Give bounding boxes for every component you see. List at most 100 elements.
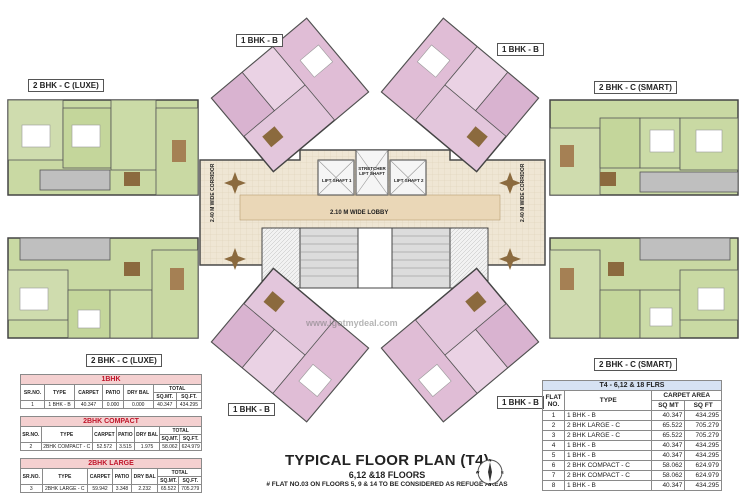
tag-top-left-1bhk: 1 BHK - B (236, 34, 283, 47)
compass-w: W (476, 470, 480, 475)
cell: 40.347 (651, 450, 686, 461)
core-lifts (317, 149, 427, 196)
unit-bottom-right-1bhk (380, 267, 540, 423)
cell: 705.279 (684, 420, 722, 431)
lift-stretcher-label: STRETCHER LIFT SHAFT (358, 166, 386, 176)
cell: 2 BHK COMPACT - C (563, 460, 653, 471)
tag-right-upper-2bhk: 2 BHK - C (SMART) (594, 81, 677, 94)
cell: 40.347 (651, 440, 686, 451)
tag-left-upper-2bhk: 2 BHK - C (LUXE) (28, 79, 104, 92)
tag-right-lower-2bhk: 2 BHK - C (SMART) (594, 358, 677, 371)
cell: 65.522 (651, 420, 686, 431)
core-stairs (261, 227, 489, 289)
tag-bottom-left-1bhk: 1 BHK - B (228, 403, 275, 416)
col-header: SQ.FT. (178, 476, 202, 485)
col-header: FLAT NO. (542, 390, 565, 411)
cell: 2 (20, 442, 42, 451)
col-header: SQ.MT. (157, 476, 180, 485)
col-header: TOTAL (152, 384, 203, 393)
col-header: SR.NO. (19, 384, 46, 401)
table-1bhk: 1BHK SR.NO. TYPE CARPET PATIO DRY BAL TO… (19, 374, 203, 409)
watermark: www.igotmydeal.com (306, 318, 398, 328)
corridor-right-label: 2.40 M WIDE CORRIDOR (520, 163, 526, 222)
lift-2-label: LIFT SHAFT 2 (394, 178, 424, 183)
col-header: DRY BAL (133, 426, 161, 443)
cell: 624.979 (179, 442, 202, 451)
col-header: PATIO (112, 468, 132, 485)
compass-icon: N S E W (476, 458, 504, 486)
cell: 624.979 (684, 470, 722, 481)
unit-table-title: T4 - 6,12 & 18 FLRS (542, 380, 722, 391)
table-2bhk-large: 2BHK LARGE SR.NO. TYPE CARPET PATIO DRY … (20, 458, 202, 493)
cell: 1 (542, 410, 565, 421)
table-title: 1BHK (20, 374, 202, 385)
cell: 434.295 (684, 410, 722, 421)
col-header: TOTAL (159, 426, 202, 435)
cell: 2 (542, 420, 565, 431)
cell: 434.295 (175, 400, 203, 409)
cell: 1 BHK - B (563, 440, 653, 451)
cell: 624.979 (684, 460, 722, 471)
table-title: 2BHK LARGE (20, 458, 202, 469)
unit-bottom-left-1bhk (210, 267, 370, 423)
cell: 3 (20, 484, 43, 493)
col-header: DRY BAL (122, 384, 154, 401)
cell: 1 (19, 400, 46, 409)
cell: 58.062 (159, 442, 181, 451)
table-row: 1 1 BHK - B 40.347 0.000 0.000 40.347 43… (19, 400, 203, 409)
cell: 2BHK LARGE - C (41, 484, 88, 493)
unit-left-upper-2bhk-luxe (7, 99, 199, 196)
col-header: CARPET AREA (651, 390, 722, 401)
cell: 59.942 (86, 484, 114, 493)
table-row: 2 2BHK COMPACT - C 52.572 3.515 1.975 58… (20, 442, 202, 451)
col-header: SQ.FT. (175, 392, 203, 401)
cell: 2 BHK LARGE - C (563, 430, 653, 441)
unit-top-left-1bhk (210, 17, 370, 173)
cell: 3.348 (112, 484, 132, 493)
cell: 40.347 (651, 410, 686, 421)
plan-title-block: TYPICAL FLOOR PLAN (T4) 6,12 &18 FLOORS … (262, 452, 512, 488)
cell: 7 (542, 470, 565, 481)
col-header: DRY BAL (130, 468, 159, 485)
cell: 434.295 (684, 440, 722, 451)
cell: 40.347 (152, 400, 177, 409)
tag-bottom-right-1bhk: 1 BHK - B (497, 396, 544, 409)
col-header: SR.NO. (20, 468, 43, 485)
table-title: 2BHK COMPACT (20, 416, 202, 427)
cell: 58.062 (651, 470, 686, 481)
cell: 434.295 (684, 480, 722, 491)
cell: 65.522 (651, 430, 686, 441)
unit-right-upper-2bhk-smart (549, 99, 739, 196)
col-header: PATIO (102, 384, 124, 401)
cell: 1.975 (133, 442, 161, 451)
col-header: CARPET (74, 384, 104, 401)
cell: 8 (542, 480, 565, 491)
col-header: SQ.MT. (159, 434, 181, 443)
col-header: SQ MT (651, 400, 686, 411)
cell: 3 (542, 430, 565, 441)
col-header: SQ.FT. (179, 434, 202, 443)
cell: 2 BHK COMPACT - C (563, 470, 653, 481)
col-header: TYPE (44, 384, 76, 401)
cell: 434.295 (684, 450, 722, 461)
compass-n: N (489, 458, 492, 463)
col-header: CARPET (86, 468, 114, 485)
cell: 0.000 (122, 400, 154, 409)
col-header: PATIO (115, 426, 135, 443)
cell: 705.279 (684, 430, 722, 441)
col-header: SR.NO. (20, 426, 42, 443)
cell: 3.515 (115, 442, 135, 451)
cell: 52.572 (91, 442, 117, 451)
cell: 2.232 (130, 484, 159, 493)
cell: 58.062 (651, 460, 686, 471)
col-header: TOTAL (157, 468, 202, 477)
table-row: 3 2BHK LARGE - C 59.942 3.348 2.232 65.5… (20, 484, 202, 493)
cell: 2 BHK LARGE - C (563, 420, 653, 431)
tag-top-right-1bhk: 1 BHK - B (497, 43, 544, 56)
